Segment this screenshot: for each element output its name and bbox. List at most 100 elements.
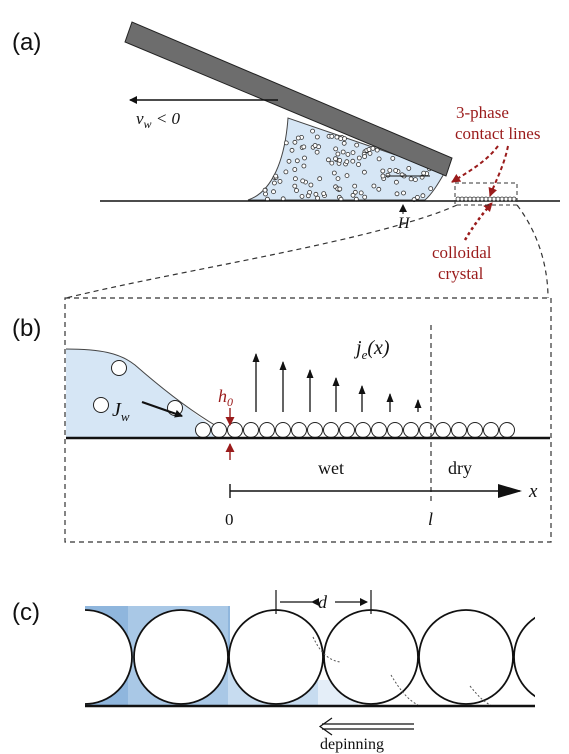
large-particle <box>323 609 419 705</box>
inflow-arrow <box>141 400 183 418</box>
large-particle <box>85 609 133 705</box>
particle <box>338 136 344 142</box>
h0-label: h0 <box>218 386 233 409</box>
monolayer-particle <box>355 422 371 438</box>
particle <box>352 183 358 189</box>
particle <box>280 196 286 202</box>
contact-line-arrow-1 <box>451 145 499 183</box>
spacing-label: d <box>318 592 328 612</box>
zoom-box <box>454 182 518 206</box>
x-axis-arrowhead <box>498 484 522 498</box>
monolayer-particle <box>403 422 419 438</box>
particle <box>308 182 314 188</box>
colloidal-crystal-layer <box>455 196 517 202</box>
particle <box>341 140 347 146</box>
particle <box>329 133 335 139</box>
particle <box>380 173 386 179</box>
tick-label-l: l <box>428 509 433 529</box>
particle <box>366 147 372 152</box>
particle <box>333 156 338 162</box>
crystal-particle <box>479 196 485 202</box>
particle <box>414 194 420 200</box>
crystal-particle <box>475 196 481 202</box>
particle <box>420 193 426 199</box>
crystal-particle <box>511 196 517 202</box>
particle <box>294 158 300 164</box>
suspended-particles <box>262 128 434 203</box>
particle <box>356 155 362 161</box>
particle <box>408 176 414 182</box>
particle <box>301 163 307 169</box>
particle <box>277 178 283 184</box>
flux-arrowhead <box>306 369 314 378</box>
particle <box>385 172 391 178</box>
crystal-arrow <box>463 202 493 241</box>
particle <box>301 144 307 150</box>
particle <box>367 150 373 156</box>
particle <box>376 156 382 162</box>
particle <box>390 155 396 161</box>
particle <box>344 173 350 179</box>
monolayer-particle <box>483 422 499 438</box>
particle <box>358 190 364 196</box>
particle <box>350 192 356 198</box>
flux-arrowhead <box>332 377 340 386</box>
particle <box>283 140 289 146</box>
particle <box>345 151 351 157</box>
particle <box>335 176 341 182</box>
particle <box>111 360 127 376</box>
panel-b-frame <box>64 297 552 543</box>
particle <box>337 186 343 192</box>
particle <box>374 147 380 153</box>
particle <box>271 189 276 195</box>
particle <box>292 167 298 172</box>
particle <box>329 160 335 166</box>
monolayer-particle <box>211 422 227 438</box>
crystal-particle <box>471 196 477 202</box>
particle <box>406 165 412 171</box>
crystal-particle <box>491 196 497 202</box>
flux-arrowhead <box>358 385 366 394</box>
particle <box>331 170 337 176</box>
monolayer-particle <box>243 422 259 438</box>
particle-close-up <box>85 606 535 705</box>
particle <box>380 168 386 174</box>
contact-lines-label-1: 3-phase <box>456 103 509 122</box>
particle <box>337 157 343 163</box>
monolayer-particle <box>339 422 355 438</box>
particle <box>387 167 393 173</box>
particle <box>350 158 356 164</box>
monolayer-particle <box>195 422 211 438</box>
crystal-particle <box>455 196 461 202</box>
particle <box>370 145 376 151</box>
particle <box>334 134 340 140</box>
particle <box>300 178 306 184</box>
particle <box>376 186 382 192</box>
particle <box>289 147 295 153</box>
monolayer-particle <box>499 422 515 438</box>
monolayer-particle <box>323 422 339 438</box>
monolayer-particle <box>419 422 435 438</box>
liquid-surface <box>65 348 226 432</box>
large-particle <box>513 616 535 698</box>
crystal-particle <box>463 196 469 202</box>
flux-arrowhead <box>279 361 287 370</box>
crystal-particle <box>507 196 513 202</box>
particle <box>295 135 301 141</box>
particle <box>344 159 350 165</box>
particle <box>354 142 360 148</box>
flux-arrowhead <box>252 353 260 362</box>
evaporation-flux-arrows <box>252 353 422 412</box>
particle <box>93 397 109 413</box>
dry-label: dry <box>448 458 472 478</box>
crystal-particle <box>503 196 509 202</box>
particle <box>412 177 418 183</box>
particle <box>313 191 319 197</box>
tilted-plate <box>124 21 453 177</box>
particle <box>292 183 298 189</box>
particle <box>310 128 316 134</box>
particle <box>315 195 321 201</box>
particle <box>362 154 368 159</box>
monolayer-particle <box>307 422 323 438</box>
